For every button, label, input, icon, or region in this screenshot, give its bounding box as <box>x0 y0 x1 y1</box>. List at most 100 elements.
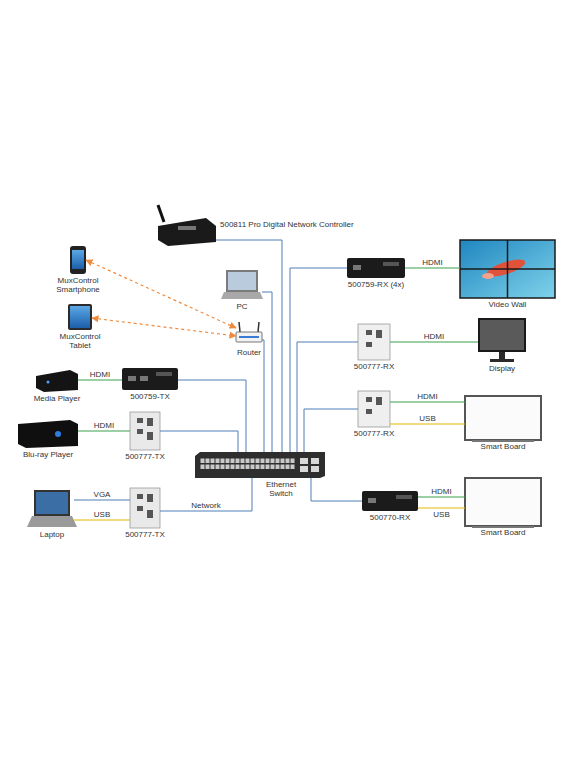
network-cable <box>178 380 246 452</box>
cable-label: USB <box>433 510 449 519</box>
device-box: 500777-TX <box>130 412 160 450</box>
device-label: 500777-RX <box>354 362 394 371</box>
device-box: 500777-TX <box>130 488 160 528</box>
switch-ports <box>200 458 295 470</box>
device-label: Media Player <box>34 394 81 403</box>
cable-label: Network <box>191 501 220 510</box>
logo-plate <box>383 262 399 266</box>
board-tray <box>472 440 534 442</box>
laptop-screen <box>36 492 68 514</box>
receiver-body <box>362 491 418 511</box>
device-box: 500777-RX <box>358 391 390 427</box>
network-cable <box>160 478 252 511</box>
device-label: 500759-TX <box>130 392 170 401</box>
network-cable <box>262 292 272 452</box>
device-box: 500759-TX <box>122 368 178 390</box>
port <box>137 506 143 511</box>
device-box: Display <box>478 318 526 362</box>
router-lights <box>239 336 259 338</box>
controller-logo <box>178 226 196 230</box>
transmitter-body <box>122 368 178 390</box>
device-box: Router <box>236 322 262 346</box>
monitor-stand <box>499 352 505 359</box>
smart-board <box>465 396 541 440</box>
device-label: Laptop <box>40 530 64 539</box>
port <box>147 494 153 502</box>
router-antenna <box>239 322 240 332</box>
port <box>376 330 382 338</box>
device-label: 500759-RX (4x) <box>348 280 404 289</box>
device-label: Video Wall <box>489 300 527 309</box>
port <box>147 432 153 440</box>
wall-plate <box>130 488 160 528</box>
hdmi-cable <box>405 267 460 268</box>
laptop-frame <box>34 490 70 516</box>
device-box: 500811 Pro Digital Network Controller <box>158 218 216 244</box>
network-cable <box>216 240 282 452</box>
router-body <box>236 332 262 342</box>
port <box>137 429 143 434</box>
device-box: Laptop <box>30 490 74 528</box>
cable-label: HDMI <box>422 258 442 267</box>
wireless-link <box>86 260 236 328</box>
uplink-port <box>300 466 308 472</box>
device-label: 500777-TX <box>125 452 165 461</box>
device-label: 500770-RX <box>370 513 410 522</box>
swimmer-arm <box>482 273 494 279</box>
network-cable <box>304 409 358 452</box>
cable-label: USB <box>94 510 110 519</box>
antenna <box>158 205 164 222</box>
port <box>366 330 372 335</box>
phone-body <box>70 246 86 274</box>
monitor-screen <box>480 320 524 350</box>
device-label: Smart Board <box>481 528 526 537</box>
port <box>368 498 376 503</box>
port <box>147 418 153 426</box>
port <box>376 397 382 405</box>
device-label: Blu-ray Player <box>23 450 73 459</box>
monitor-base <box>490 359 514 362</box>
device-label: Router <box>237 348 261 357</box>
device-box: Ethernet Switch <box>195 452 325 478</box>
hdmi-cable <box>78 379 122 380</box>
device-box: MuxControl Tablet <box>68 304 92 330</box>
receiver-body <box>347 258 405 278</box>
hdmi-cable <box>390 341 478 342</box>
cable-label: VGA <box>94 490 111 499</box>
port <box>137 494 143 499</box>
vga-cable <box>74 499 130 500</box>
logo-plate <box>156 372 172 376</box>
bezel <box>460 268 555 270</box>
usb-cable <box>418 507 465 508</box>
device-label: Ethernet Switch <box>261 480 301 498</box>
network-cable <box>262 340 264 452</box>
pc-screen <box>228 272 256 290</box>
media-player-body <box>36 370 78 392</box>
laptop-base <box>27 516 77 527</box>
hdmi-cable <box>78 430 130 431</box>
uplink-port <box>300 458 308 464</box>
network-cable <box>311 478 362 501</box>
usb-cable <box>74 519 130 520</box>
controller-body <box>158 218 216 246</box>
device-label: MuxControl Smartphone <box>50 276 106 294</box>
bluray-body <box>18 420 78 448</box>
device-box: 500777-RX <box>358 324 390 360</box>
device-label: 500777-RX <box>354 429 394 438</box>
cable-label: HDMI <box>417 392 437 401</box>
device-box: Smart Board <box>465 478 541 526</box>
network-cable <box>160 431 238 452</box>
pc-frame <box>226 270 258 292</box>
device-box: PC <box>222 270 262 300</box>
port <box>147 510 153 518</box>
video-wall-screen <box>460 240 555 298</box>
cable-label: HDMI <box>94 421 114 430</box>
cable-label: HDMI <box>90 370 110 379</box>
wall-plate <box>130 412 160 450</box>
monitor-frame <box>478 318 526 352</box>
wireless-link <box>92 318 236 336</box>
bluray-light <box>55 431 61 437</box>
device-label: Display <box>489 364 515 373</box>
port <box>366 409 372 414</box>
device-box: Blu-ray Player <box>18 420 78 448</box>
